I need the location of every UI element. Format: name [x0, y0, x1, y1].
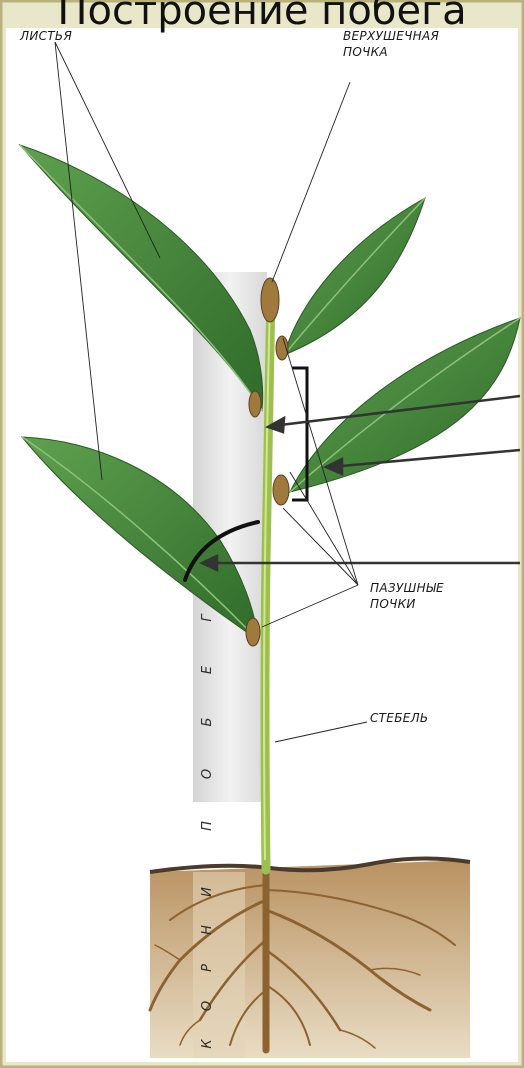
apical-bud — [261, 278, 279, 322]
roots-letter-1: К — [200, 1039, 215, 1049]
axillary-bud-4 — [246, 618, 260, 646]
shoot-letter-3: Б — [200, 717, 215, 726]
label-leaves: ЛИСТЬЯ — [19, 29, 72, 43]
shoot-letter-4: Е — [200, 665, 215, 674]
label-apical-bud-line2: ПОЧКА — [343, 45, 388, 59]
roots-letter-4: Н — [200, 925, 215, 935]
roots-letter-5: И — [200, 887, 215, 897]
label-apical-bud-line1: ВЕРХУШЕЧНАЯ — [343, 29, 439, 43]
axillary-bud-2 — [249, 391, 261, 417]
label-axillary-buds-line2: ПОЧКИ — [370, 597, 416, 611]
shoot-letter-1: П — [200, 821, 215, 831]
label-stem: СТЕБЕЛЬ — [370, 711, 428, 725]
axillary-bud-3 — [273, 475, 289, 505]
shoot-letter-2: О — [200, 769, 215, 779]
label-axillary-buds-line1: ПАЗУШНЫЕ — [370, 581, 444, 595]
roots-letter-2: О — [200, 1001, 215, 1011]
roots-letter-3: Р — [200, 964, 215, 972]
